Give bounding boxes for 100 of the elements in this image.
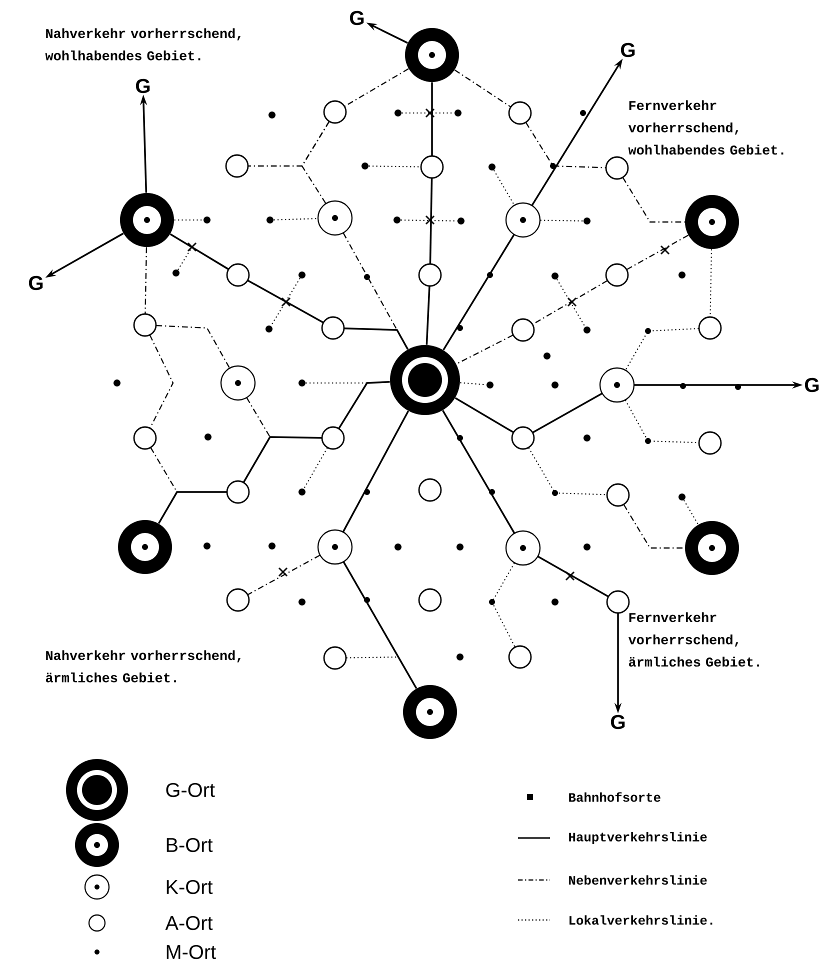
legend-label: K-Ort [166,880,213,894]
connector-line [540,220,584,222]
dot-symbol [268,112,276,118]
connector-line [625,328,699,370]
connector-line [454,70,511,108]
small-circle-symbol [321,426,345,450]
dot-symbol [298,272,306,278]
connector-line [342,562,418,689]
dotted-circle-symbol [220,365,256,401]
connector-line [301,121,330,204]
connector-line [150,447,178,524]
dot-symbol [298,380,306,386]
legend-label: Lokalverkehrslinie. [570,915,712,925]
thick-ring-symbol [118,520,172,574]
annotation: Fernverkehr vorherrschend, wohlhabendes Gebiet. [628,100,784,155]
thick-ring-symbol [685,521,739,575]
connector-line [346,656,398,658]
connector-line [174,219,204,221]
small-circle-symbol [606,483,630,507]
dot-symbol [266,216,274,224]
thick-ring-symbol [403,685,457,739]
dot-symbol [172,270,180,276]
legend-label: Nebenverkehrslinie [569,875,707,885]
small-circle-symbol [508,645,532,669]
connector-line [442,410,516,534]
connector-line [144,247,148,314]
dot-symbol [394,544,402,550]
connector-line [624,400,699,444]
connector-line [344,327,409,350]
small-circle-symbol [511,318,535,342]
dot-symbol [362,162,368,170]
connector-line [429,178,433,264]
dot-symbol [544,352,550,360]
small-circle-symbol [418,588,442,612]
connector-line [710,249,712,317]
legend-label: B-Ort [166,838,213,852]
connector-line [342,232,408,350]
connector-line [493,170,515,206]
connector-line [626,234,689,270]
dot-symbol [394,110,402,116]
dotted-circle-symbol [317,529,353,565]
connector-line [442,234,515,350]
connector-line [274,218,318,220]
dot-symbol [266,326,272,332]
small-circle-symbol [323,100,347,124]
dotted-circle-symbol [317,200,353,236]
dot-symbol [456,654,464,660]
small-circle-symbol [508,101,532,125]
connector-line [431,82,433,156]
dot-symbol [456,544,464,550]
connector-line [170,233,229,270]
connector-line [623,504,685,549]
connector-line [622,177,685,223]
small-circle-symbol [226,588,250,612]
dot-symbol [678,494,686,500]
legend-label: Hauptverkehrslinie [569,832,707,844]
legend-label: M-Ort [166,944,216,960]
thick-ring-symbol [120,193,174,247]
small-circle-symbol [321,316,345,340]
dot-symbol [552,598,558,606]
direction-label: G [28,276,43,290]
dot-symbol [114,380,120,386]
connector-line [243,398,271,483]
dotted-circle-symbol [505,530,541,566]
dot-symbol [552,382,558,388]
dot-symbol [678,272,686,278]
connector-line [242,436,322,483]
dotted-circle-symbol [599,367,635,403]
connector-line [556,278,586,328]
connector-line [306,382,367,384]
small-circle-symbol [225,154,249,178]
small-circle-symbol [606,590,630,614]
dot-symbol [204,542,210,550]
dot-symbol [488,164,496,170]
small-circle-symbol [605,156,629,180]
small-circle-symbol [698,431,722,455]
connector-line [460,382,486,386]
large-ring-symbol [390,345,460,415]
dot-symbol [268,542,276,550]
direction-label: G [136,78,150,94]
connector-line [270,278,300,326]
small-circle-symbol [511,426,535,450]
direction-label: G [804,378,819,392]
small-circle-symbol [226,480,250,504]
legend-label: Bahnhofsorte [569,792,660,802]
connector-line [402,112,454,114]
connector-line [426,286,430,345]
connector-line [248,554,320,596]
dot-symbol [454,110,462,116]
dot-symbol [458,218,464,224]
connector-line [158,491,227,524]
thick-ring-symbol [685,195,739,249]
legend-label: G-Ort [166,782,215,798]
dot-symbol [552,272,558,280]
small-circle-symbol [605,263,629,287]
connector-line [491,562,516,648]
connector-line [178,246,192,270]
dot-symbol [204,434,212,440]
connector-line [338,380,390,429]
connector-line [532,392,602,434]
